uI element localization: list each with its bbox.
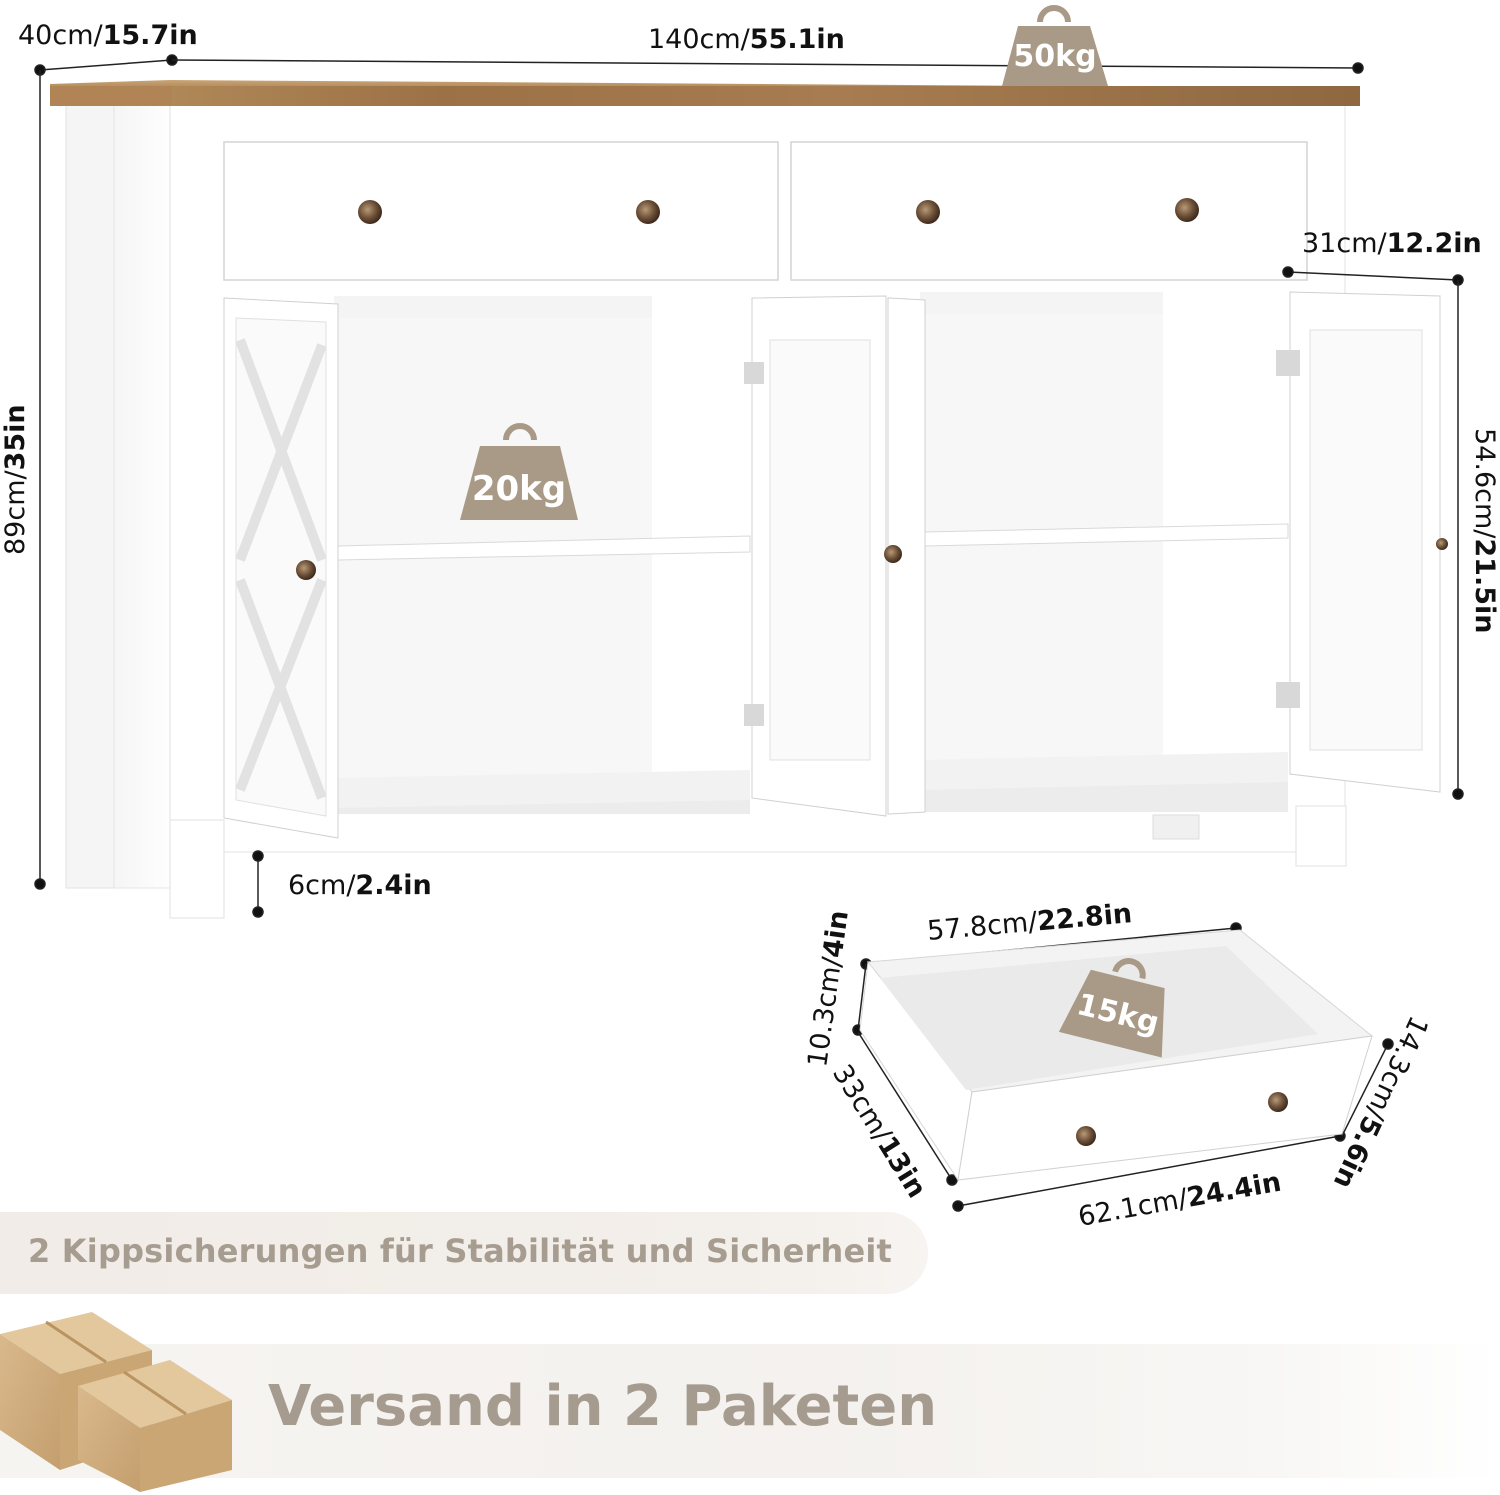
drawer-knob[interactable] bbox=[1175, 198, 1199, 222]
shipping-text: Versand in 2 Paketen bbox=[268, 1374, 938, 1439]
drawer-knob bbox=[1268, 1092, 1288, 1112]
shelf-load-value: 20kg bbox=[472, 469, 566, 509]
weight-icon: 15kg bbox=[1058, 958, 1165, 1058]
drawer-knob[interactable] bbox=[636, 200, 660, 224]
right-drawer[interactable] bbox=[790, 141, 1308, 281]
anti-tip-text: 2 Kippsicherungen für Stabilität und Sic… bbox=[28, 1232, 893, 1270]
hinge bbox=[1276, 350, 1300, 376]
left-back-leg bbox=[65, 103, 115, 889]
drawer-knob bbox=[1076, 1126, 1096, 1146]
top-load-value: 50kg bbox=[1013, 39, 1096, 74]
cabinet-height-label: 54.6cm/21.5in bbox=[1469, 428, 1500, 633]
hinge bbox=[744, 704, 764, 726]
sideboard bbox=[50, 80, 1448, 919]
drawer-knob[interactable] bbox=[358, 200, 382, 224]
drawer-illustration: 15kg bbox=[859, 929, 1374, 1182]
right-front-leg bbox=[1295, 805, 1347, 867]
weight-icon: 20kg bbox=[460, 423, 578, 520]
weight-icon: 50kg bbox=[1002, 5, 1108, 86]
left-front-leg bbox=[169, 819, 225, 919]
wood-top-edge bbox=[50, 86, 1360, 106]
depth-label: 40cm/15.7in bbox=[18, 20, 198, 51]
drawer-height-label: 10.3cm/4in bbox=[802, 909, 855, 1069]
leg-height-label: 6cm/2.4in bbox=[288, 870, 432, 901]
height-label: 89cm/35in bbox=[0, 404, 31, 555]
door-knob[interactable] bbox=[296, 560, 316, 580]
hinge bbox=[1276, 682, 1300, 708]
anti-tip-banner bbox=[0, 1212, 928, 1294]
middle-right-door-open[interactable] bbox=[884, 297, 926, 815]
cabinet-depth-label: 31cm/12.2in bbox=[1302, 228, 1482, 259]
wood-top-left-edge bbox=[50, 86, 172, 106]
right-back-leg bbox=[1152, 814, 1200, 840]
right-cabinet-bottom bbox=[920, 752, 1288, 790]
drawer-knob[interactable] bbox=[916, 200, 940, 224]
left-drawer[interactable] bbox=[223, 141, 779, 281]
left-door-open[interactable] bbox=[223, 297, 339, 839]
door-knob[interactable] bbox=[1436, 538, 1448, 550]
right-door-open[interactable] bbox=[1276, 291, 1448, 793]
drawer-inner-width-label: 57.8cm/22.8in bbox=[926, 898, 1133, 947]
middle-left-door-open[interactable] bbox=[744, 295, 887, 817]
left-cabinet-bottom bbox=[334, 770, 750, 808]
door-knob[interactable] bbox=[884, 545, 902, 563]
hinge bbox=[744, 362, 764, 384]
drawer-outer-width-label: 62.1cm/24.4in bbox=[1076, 1167, 1284, 1233]
width-label: 140cm/55.1in bbox=[648, 24, 845, 55]
box-icon bbox=[78, 1360, 232, 1492]
dimension-lines bbox=[34, 54, 1464, 1212]
